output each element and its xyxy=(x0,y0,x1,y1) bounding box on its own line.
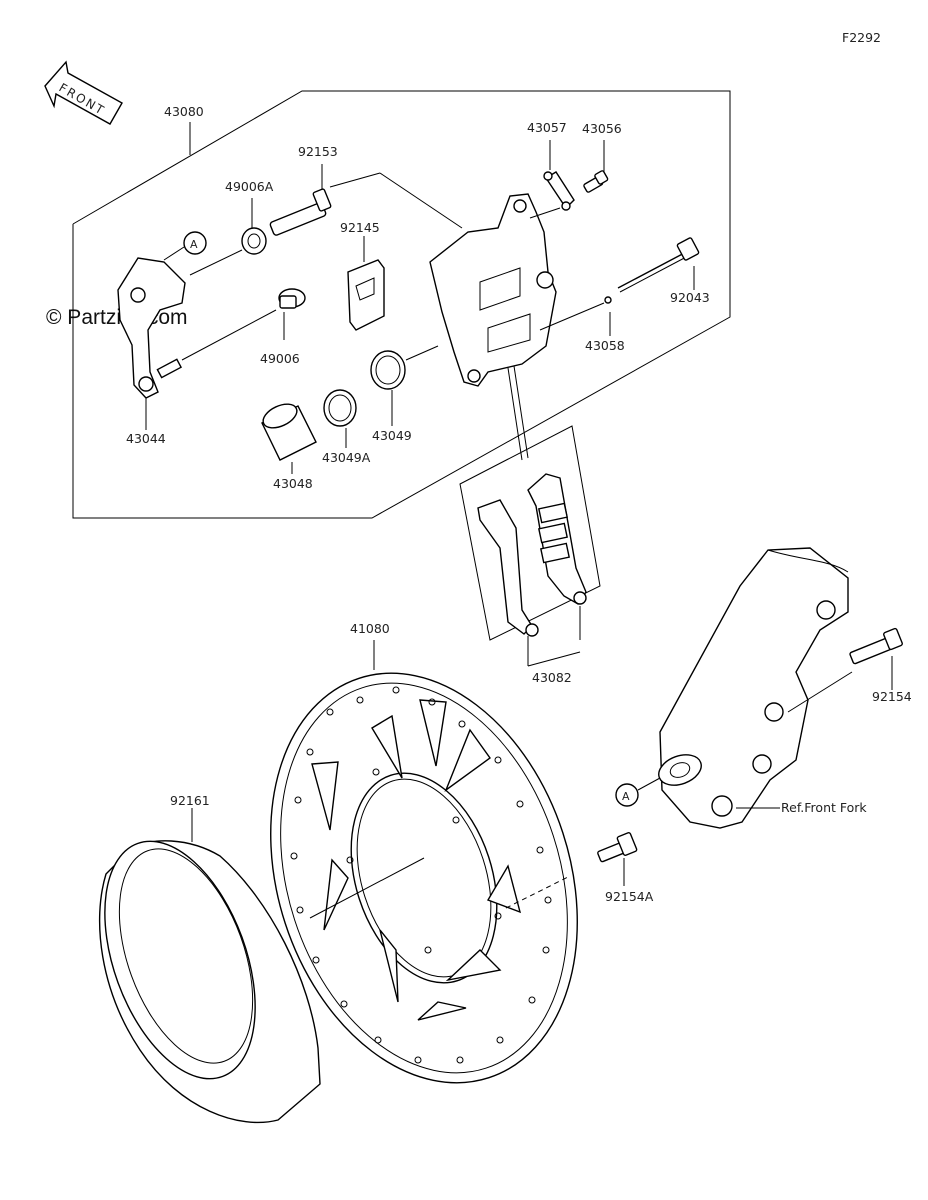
pad-pin xyxy=(617,237,700,293)
bleeder-valve xyxy=(583,140,609,193)
part-label-92161: 92161 xyxy=(170,793,210,808)
part-label-43048: 43048 xyxy=(273,476,313,491)
figure-code: F2292 xyxy=(842,30,881,45)
piston xyxy=(261,403,317,474)
watermark: © Partzilla.com xyxy=(46,306,188,329)
part-label-92154a: 92154A xyxy=(605,889,654,904)
part-label-43080: 43080 xyxy=(164,104,204,119)
caliper-assembly-outline xyxy=(72,90,731,519)
part-label-43049: 43049 xyxy=(372,428,412,443)
bracket-bolt xyxy=(156,358,183,379)
ref-marker-a-bracket: A xyxy=(163,231,207,261)
part-label-92154: 92154 xyxy=(872,689,912,704)
dust-seal xyxy=(323,389,357,448)
front-direction-arrow: FRONT xyxy=(44,60,123,125)
brake-disc xyxy=(270,640,578,1084)
ref-front-fork-label: Ref.Front Fork xyxy=(781,800,867,815)
caliper-bracket xyxy=(117,257,186,430)
caliper-body xyxy=(329,172,557,387)
part-label-49006: 49006 xyxy=(260,351,300,366)
ref-marker-label: A xyxy=(622,790,630,803)
plug xyxy=(539,296,612,336)
part-label-43082: 43082 xyxy=(532,670,572,685)
piston-seal xyxy=(370,345,439,426)
ref-marker-a-fork: A xyxy=(615,777,661,807)
pin-boot-lower xyxy=(181,288,306,361)
pad-set xyxy=(459,365,601,667)
bleeder-cap xyxy=(529,140,575,219)
part-label-43058: 43058 xyxy=(585,338,625,353)
part-label-43049a: 43049A xyxy=(322,450,371,465)
ref-marker-label: A xyxy=(190,238,198,251)
part-label-92145: 92145 xyxy=(340,220,380,235)
disc-mount-bolt xyxy=(597,832,638,886)
fork-mount-bolt xyxy=(849,627,903,690)
part-label-43056: 43056 xyxy=(582,121,622,136)
part-label-43057: 43057 xyxy=(527,120,567,135)
brake-disc-ring xyxy=(98,808,321,1124)
part-label-43044: 43044 xyxy=(126,431,166,446)
pin-boot-upper xyxy=(189,198,267,276)
slide-pin xyxy=(269,164,332,236)
part-label-92043: 92043 xyxy=(670,290,710,305)
part-label-49006a: 49006A xyxy=(225,179,274,194)
pad-spring xyxy=(347,236,385,331)
part-label-92153: 92153 xyxy=(298,144,338,159)
part-label-41080: 41080 xyxy=(350,621,390,636)
front-fork-leg xyxy=(658,547,853,829)
